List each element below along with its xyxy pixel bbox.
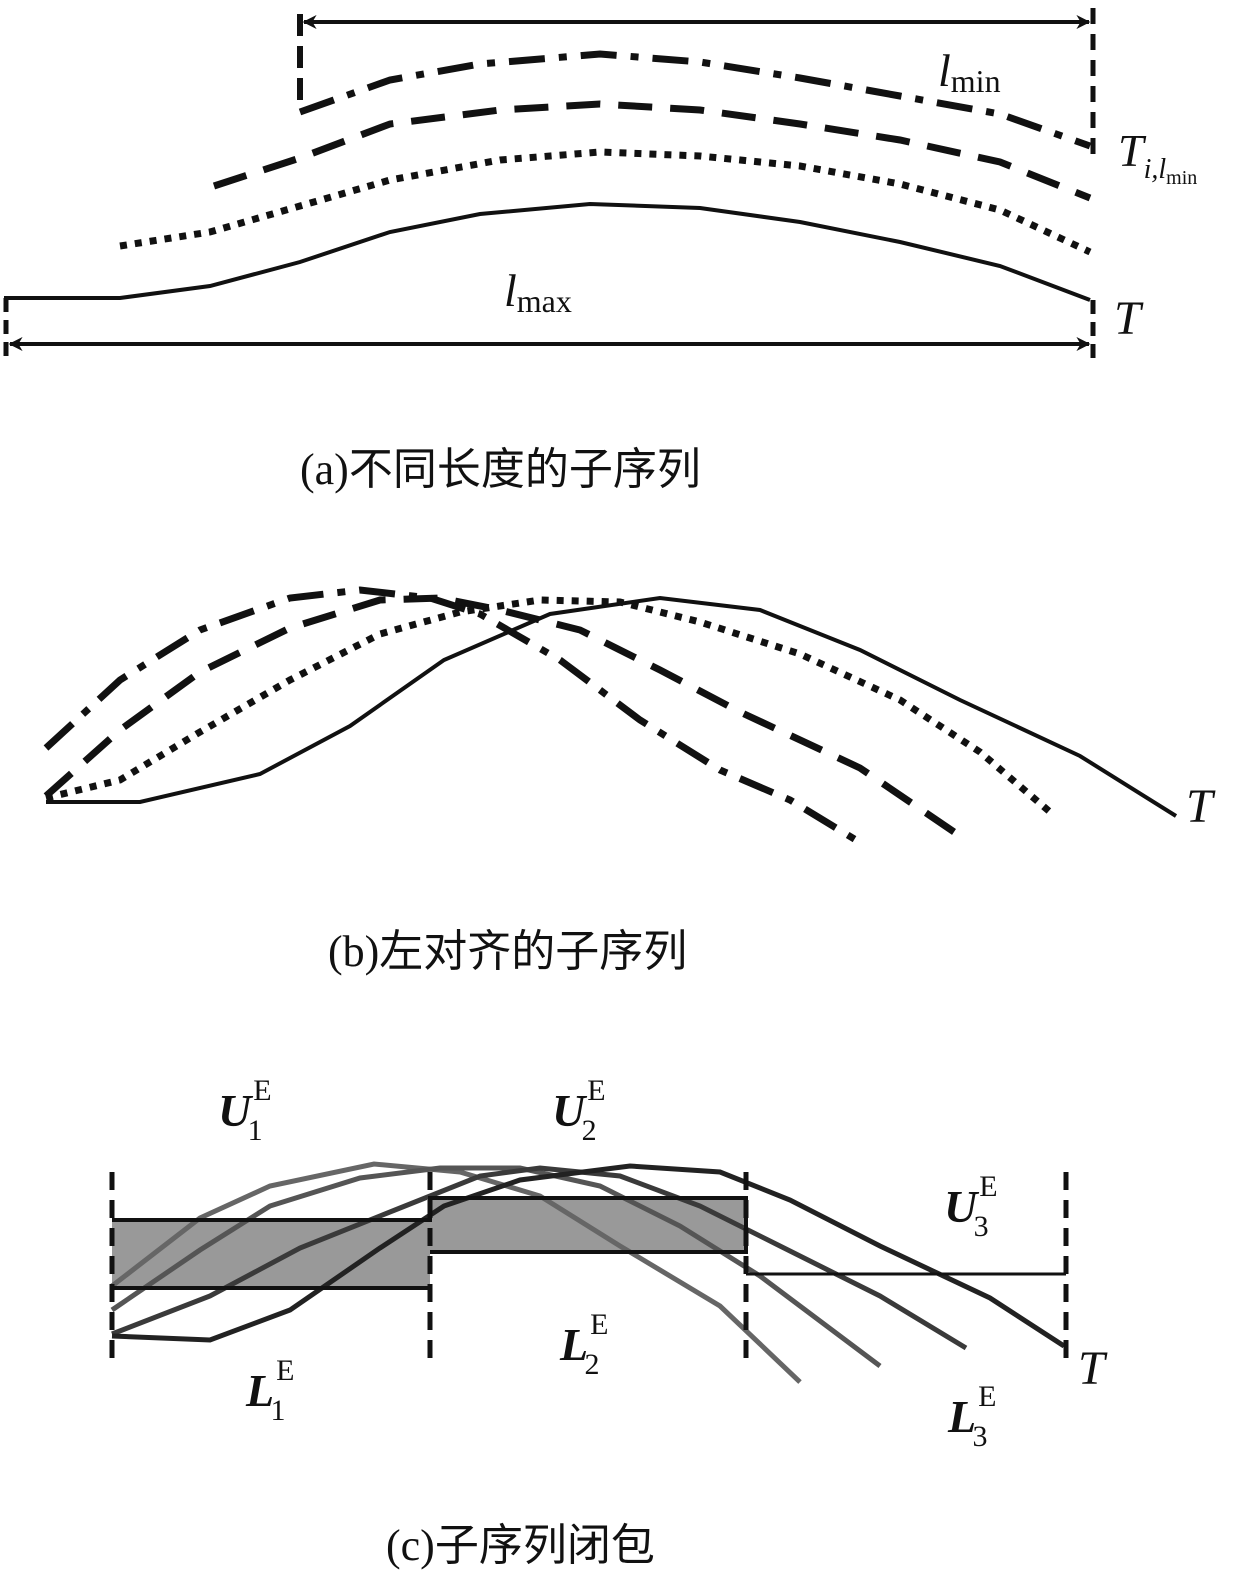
closure-series-1 bbox=[110, 1161, 802, 1384]
caption-b: (b)左对齐的子序列 bbox=[328, 927, 687, 976]
series-solid-T-b bbox=[46, 595, 1178, 818]
series-dashed-b bbox=[43, 594, 962, 839]
series-solid-T-a bbox=[4, 201, 1091, 302]
T-label-b: T bbox=[1186, 780, 1216, 833]
closure-series-3 bbox=[111, 1165, 968, 1351]
lmin-label: lmin bbox=[938, 45, 1001, 99]
upper-envelope bbox=[112, 1196, 748, 1254]
lmax-label: lmax bbox=[504, 265, 572, 319]
panel-b: T (b)左对齐的子序列 bbox=[43, 586, 1216, 976]
series-dotted-b bbox=[45, 596, 1053, 815]
series-dotted-a bbox=[119, 148, 1092, 256]
panel-a: lmin lmax Ti,lmin T (a)不同长度的子序列 bbox=[3, 8, 1197, 494]
series-dashdot-b bbox=[43, 586, 858, 843]
caption-a: (a)不同长度的子序列 bbox=[300, 445, 701, 494]
series-label-Ti-lmin: Ti,lmin bbox=[1118, 125, 1197, 189]
caption-c: (c)子序列闭包 bbox=[386, 1521, 655, 1570]
series-dashdot-a bbox=[298, 50, 1092, 150]
series-dashed-a bbox=[212, 100, 1092, 202]
T-label-a: T bbox=[1114, 292, 1144, 345]
closure-series-T bbox=[111, 1163, 1066, 1349]
T-label-c: T bbox=[1078, 1342, 1108, 1395]
